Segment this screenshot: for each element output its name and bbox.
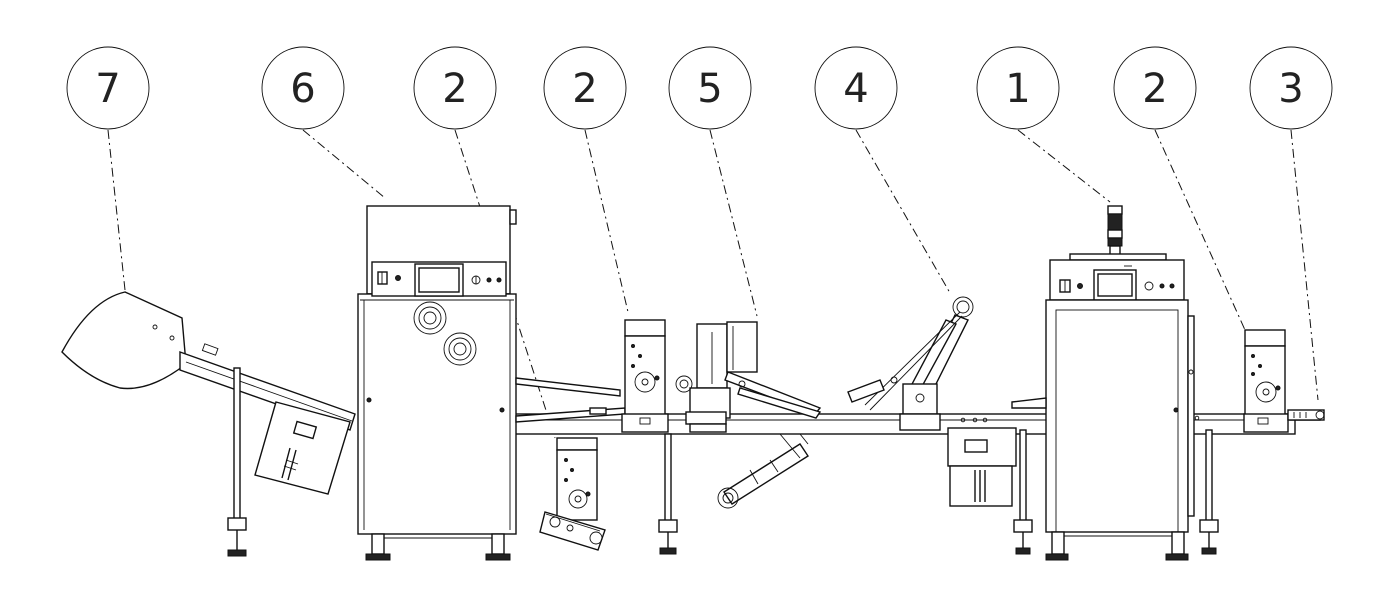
discharge-end [1287, 409, 1325, 421]
callout-3-label: 3 [1278, 66, 1303, 112]
callout-7-label: 7 [95, 66, 120, 112]
callout-7: 7 [66, 46, 150, 130]
callout-3: 3 [1249, 46, 1333, 130]
leader-5 [709, 129, 758, 317]
moulding-station [675, 321, 822, 433]
conveyor-legs [658, 429, 1219, 555]
callout-1: 1 [976, 46, 1060, 130]
leader-2c [1154, 129, 1246, 331]
lift-unit [717, 296, 974, 509]
callout-6-label: 6 [290, 66, 315, 112]
callout-2a: 2 [413, 46, 497, 130]
main-control-panel [1059, 265, 1175, 301]
callout-5: 5 [668, 46, 752, 130]
leader-4 [855, 129, 951, 294]
signal-tower [1107, 205, 1123, 257]
leader-7 [107, 129, 126, 291]
callout-5-label: 5 [697, 66, 722, 112]
sheeter-cabinet [357, 205, 517, 561]
leader-3 [1290, 129, 1319, 401]
callout-bubbles: 7 6 2 2 5 4 1 2 [66, 46, 1333, 130]
leader-1 [1017, 129, 1111, 203]
callout-2a-label: 2 [442, 66, 467, 112]
hopper-drive-box [254, 401, 351, 495]
callout-2b-label: 2 [572, 66, 597, 112]
drop-box [947, 427, 1017, 507]
leader-2b [584, 129, 629, 313]
hopper-infeed [61, 291, 356, 557]
callout-4: 4 [814, 46, 898, 130]
cutter-station-right [1243, 329, 1289, 433]
callout-2c-label: 2 [1142, 66, 1167, 112]
callout-4-label: 4 [843, 66, 868, 112]
leader-6 [302, 129, 386, 199]
sheeter-rollers [413, 301, 477, 366]
transfer-rails [515, 377, 626, 423]
sheeter-control-panel [371, 261, 507, 297]
cutter-station-lower [539, 437, 606, 551]
callout-2c: 2 [1113, 46, 1197, 130]
main-cabinet [1011, 205, 1195, 561]
callout-1-label: 1 [1005, 66, 1030, 112]
main-conveyor [514, 411, 1323, 555]
callout-6: 6 [261, 46, 345, 130]
callout-2b: 2 [543, 46, 627, 130]
cutter-station-middle [621, 319, 669, 433]
